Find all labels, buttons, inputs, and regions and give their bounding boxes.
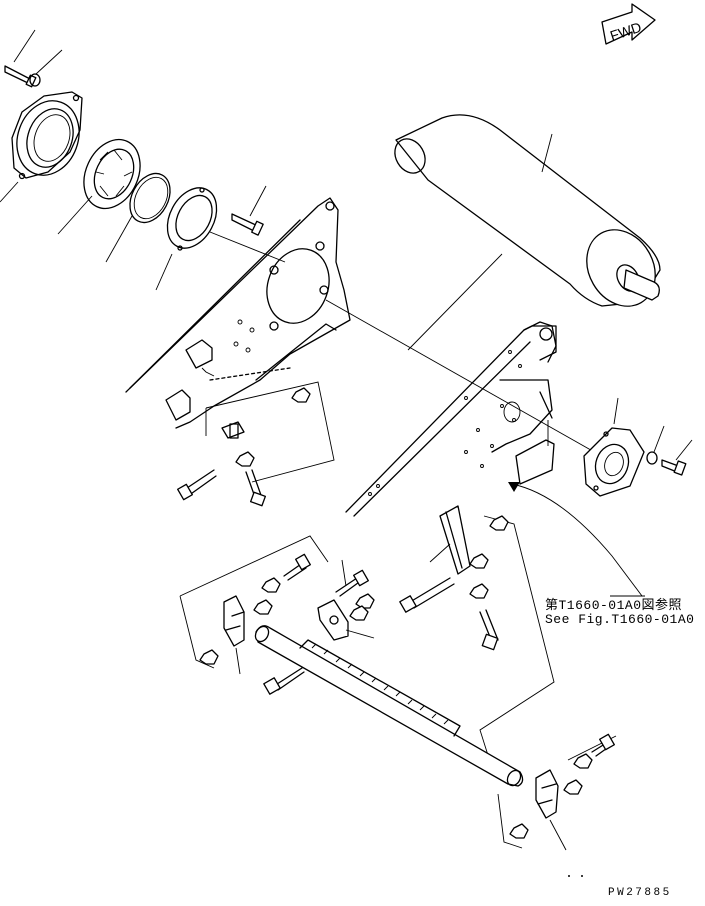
lower-right-nut-3	[509, 823, 529, 839]
center-nut-2	[349, 605, 369, 621]
leader-shaft-axis	[325, 299, 613, 463]
center-bolt	[335, 559, 369, 597]
center-nut-1	[355, 593, 375, 609]
lower-left-bolt-1	[283, 553, 311, 581]
left-bearing	[57, 138, 141, 235]
left-snap-ring	[105, 172, 171, 263]
right-flange-bearing-unit	[583, 397, 645, 497]
main-roller-cylinder	[394, 114, 661, 307]
lower-left-nut-1	[261, 577, 281, 593]
lower-left-nut-3	[199, 649, 219, 665]
lower-long-bolt-2	[479, 609, 499, 651]
tensioner-plate	[429, 505, 471, 575]
lower-left-clamp-bracket	[223, 595, 245, 675]
left-bolt	[4, 29, 37, 88]
lower-right-clamp-bracket	[535, 769, 567, 851]
right-washer	[646, 425, 665, 465]
right-side-frame-channel	[345, 321, 557, 517]
left-washer	[29, 49, 63, 87]
lower-right-nut-1	[573, 753, 593, 769]
leader-roller-lower	[407, 253, 503, 351]
reference-note-jp: 第T1660-01A0図参照	[545, 598, 683, 613]
left-frame-bolt-1	[177, 469, 217, 501]
lower-nut-right-1	[489, 515, 509, 531]
lower-right-bolt	[591, 733, 615, 757]
lower-nut-right-2	[469, 553, 489, 569]
left-side-frame-plate	[125, 197, 351, 429]
lower-long-bolt-1	[399, 577, 455, 613]
left-frame-bolt-2	[245, 469, 266, 507]
lower-left-bolt-2	[263, 667, 305, 695]
reference-leader-arrow	[508, 482, 645, 597]
bottom-marks	[568, 875, 583, 877]
center-clamp-plate	[317, 599, 375, 641]
left-nut-upper	[291, 387, 311, 403]
leader-bearing-center	[209, 231, 286, 263]
left-bracket-outline	[205, 381, 335, 483]
lower-right-nut-2	[563, 779, 583, 795]
reference-note-en: See Fig.T1660-01A0	[545, 612, 695, 627]
lower-bracket-outline-left	[179, 535, 329, 669]
right-bolt	[661, 439, 693, 476]
fwd-arrow-icon: FWD	[601, 3, 656, 45]
drawing-number: PW27885	[608, 887, 672, 899]
plate-bolt-upper	[231, 185, 267, 236]
lower-nut-right-3	[469, 583, 489, 599]
left-nut-lower	[235, 451, 255, 467]
left-retainer-plate	[155, 187, 218, 291]
left-flange-bearing-housing	[0, 91, 83, 203]
perforated-tension-shaft	[254, 625, 524, 787]
lower-left-nut-2	[253, 599, 273, 615]
